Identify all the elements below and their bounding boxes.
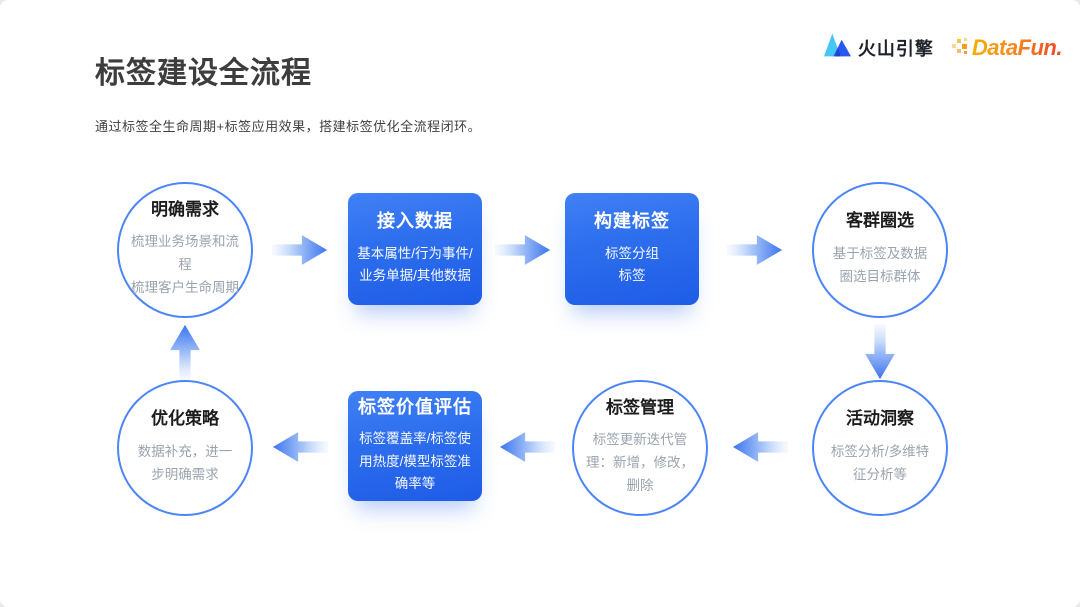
node-title: 活动洞察 [846, 409, 914, 429]
arrow-left-icon [272, 428, 328, 466]
logo-bar: 火山引擎 DataFun. [823, 33, 1063, 62]
page-subtitle: 通过标签全生命周期+标签应用效果，搭建标签优化全流程闭环。 [95, 119, 482, 134]
arrow-up-icon [166, 324, 204, 380]
node-desc: 梳理业务场景和流程 梳理客户生命周期 [131, 234, 239, 296]
node-desc: 标签覆盖率/标签使 用热度/模型标签准 确率等 [359, 431, 471, 491]
arrow-down-icon [861, 324, 899, 380]
node-title: 构建标签 [594, 210, 670, 231]
node-desc: 基于标签及数据 圈选目标群体 [832, 245, 928, 284]
node-ingest-data: 接入数据 基本属性/行为事件/ 业务单据/其他数据 [348, 193, 482, 305]
node-optimization-strategy: 优化策略 数据补充，进一 步明确需求 [117, 380, 253, 516]
arrow-right-icon [272, 231, 328, 269]
datafun-pixels-icon [951, 36, 970, 61]
node-title: 接入数据 [377, 210, 453, 231]
node-activity-insight: 活动洞察 标签分析/多维特 征分析等 [812, 380, 948, 516]
node-tag-value-evaluation: 标签价值评估 标签覆盖率/标签使 用热度/模型标签准 确率等 [348, 391, 482, 501]
node-desc: 基本属性/行为事件/ 业务单据/其他数据 [357, 245, 473, 283]
node-audience-selection: 客群圈选 基于标签及数据 圈选目标群体 [812, 182, 948, 318]
arrow-left-icon [732, 428, 788, 466]
node-title: 标签价值评估 [358, 396, 472, 417]
node-desc: 数据补充，进一 步明确需求 [137, 443, 233, 482]
node-desc: 标签分析/多维特 征分析等 [830, 443, 930, 482]
arrow-right-icon [495, 231, 551, 269]
datafun-logo: DataFun. [951, 34, 1063, 61]
datafun-logo-text: DataFun. [971, 34, 1063, 60]
node-clarify-demand: 明确需求 梳理业务场景和流程 梳理客户生命周期 [117, 182, 253, 318]
node-title: 标签管理 [606, 397, 674, 417]
page-title: 标签建设全流程 [95, 57, 312, 90]
node-title: 明确需求 [151, 199, 219, 219]
node-title: 客群圈选 [846, 211, 914, 231]
volcengine-logo-text: 火山引擎 [857, 38, 934, 59]
node-desc: 标签更新迭代管 理：新增，修改， 删除 [586, 432, 694, 494]
node-build-tags: 构建标签 标签分组 标签 [565, 193, 699, 305]
node-title: 优化策略 [151, 409, 219, 429]
volcano-mountain-icon [823, 33, 851, 62]
arrow-right-icon [727, 231, 783, 269]
node-desc: 标签分组 标签 [605, 245, 659, 283]
arrow-left-icon [499, 428, 555, 466]
node-tag-management: 标签管理 标签更新迭代管 理：新增，修改， 删除 [572, 380, 708, 516]
volcengine-logo: 火山引擎 [823, 33, 934, 62]
